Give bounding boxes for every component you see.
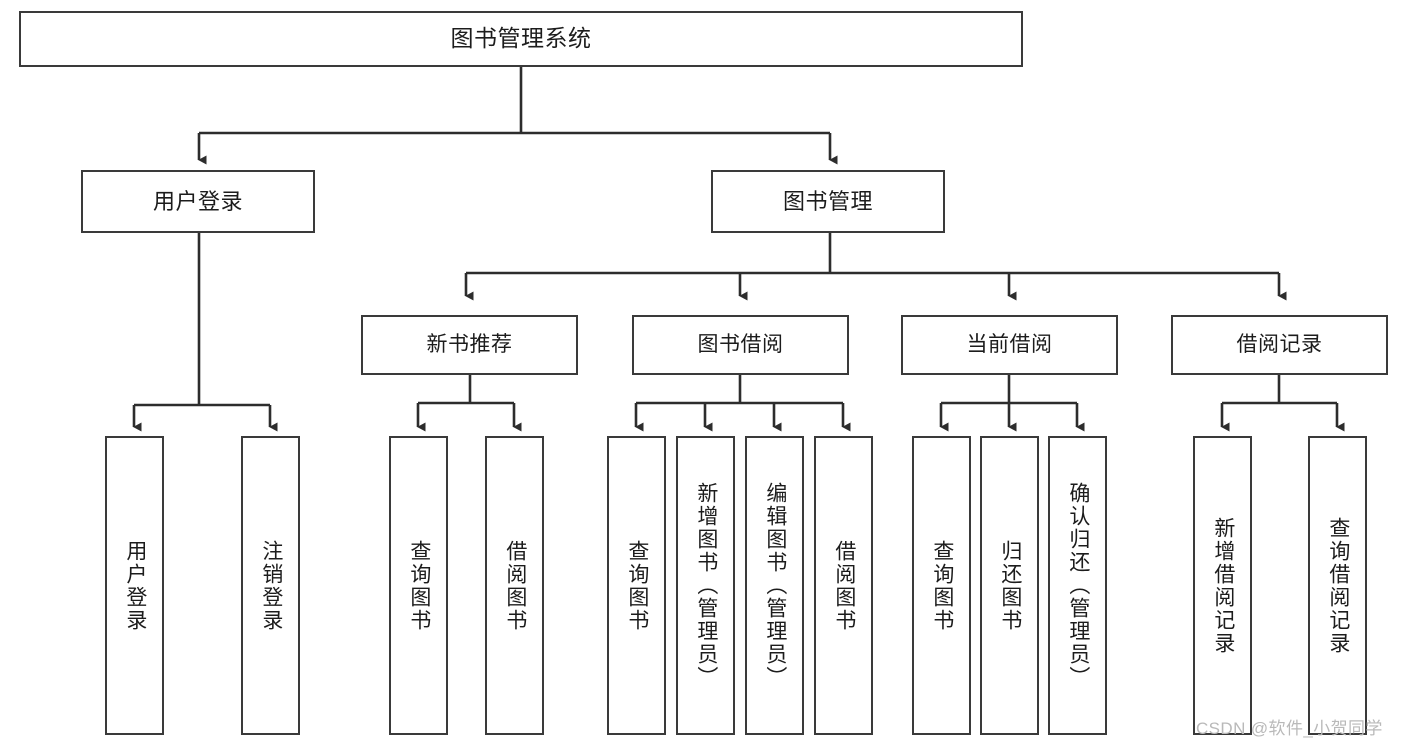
node-user-login-label: 用户登录: [152, 188, 243, 214]
node-leaf-confirm-return-label: 确认归还（管理员）: [1066, 482, 1090, 689]
node-leaf-query-book-2[interactable]: 查询图书: [607, 436, 666, 735]
node-leaf-return-book-label: 归还图书: [998, 539, 1022, 632]
node-book-manage-label: 图书管理: [782, 188, 873, 214]
node-current-borrow[interactable]: 当前借阅: [901, 315, 1118, 375]
node-leaf-return-book[interactable]: 归还图书: [980, 436, 1039, 735]
node-leaf-confirm-return[interactable]: 确认归还（管理员）: [1048, 436, 1107, 735]
node-leaf-query-record-label: 查询借阅记录: [1326, 516, 1350, 655]
node-leaf-edit-book-label: 编辑图书（管理员）: [763, 482, 787, 689]
node-leaf-query-book-1-label: 查询图书: [407, 539, 431, 632]
node-user-login[interactable]: 用户登录: [81, 170, 315, 233]
node-book-manage[interactable]: 图书管理: [711, 170, 945, 233]
node-leaf-borrow-book-2[interactable]: 借阅图书: [814, 436, 873, 735]
node-leaf-edit-book[interactable]: 编辑图书（管理员）: [745, 436, 804, 735]
node-leaf-query-book-3-label: 查询图书: [930, 539, 954, 632]
node-leaf-query-record[interactable]: 查询借阅记录: [1308, 436, 1367, 735]
node-leaf-borrow-book-1[interactable]: 借阅图书: [485, 436, 544, 735]
node-borrow-record[interactable]: 借阅记录: [1171, 315, 1388, 375]
node-new-book-recommend[interactable]: 新书推荐: [361, 315, 578, 375]
node-leaf-user-logout[interactable]: 注销登录: [241, 436, 300, 735]
node-leaf-borrow-book-1-label: 借阅图书: [503, 539, 527, 632]
node-leaf-add-book-label: 新增图书（管理员）: [694, 482, 718, 689]
node-leaf-add-book[interactable]: 新增图书（管理员）: [676, 436, 735, 735]
node-book-borrow[interactable]: 图书借阅: [632, 315, 849, 375]
node-leaf-user-login[interactable]: 用户登录: [105, 436, 164, 735]
node-leaf-query-book-3[interactable]: 查询图书: [912, 436, 971, 735]
node-leaf-add-record-label: 新增借阅记录: [1211, 516, 1235, 655]
node-leaf-query-book-1[interactable]: 查询图书: [389, 436, 448, 735]
node-book-borrow-label: 图书借阅: [697, 332, 784, 356]
node-root[interactable]: 图书管理系统: [19, 11, 1023, 67]
node-root-label: 图书管理系统: [450, 25, 592, 52]
node-borrow-record-label: 借阅记录: [1236, 332, 1323, 356]
node-leaf-add-record[interactable]: 新增借阅记录: [1193, 436, 1252, 735]
node-leaf-user-login-label: 用户登录: [123, 539, 147, 632]
node-current-borrow-label: 当前借阅: [966, 332, 1053, 356]
node-new-book-recommend-label: 新书推荐: [426, 332, 513, 356]
node-leaf-borrow-book-2-label: 借阅图书: [832, 539, 856, 632]
node-leaf-user-logout-label: 注销登录: [259, 539, 283, 632]
node-leaf-query-book-2-label: 查询图书: [625, 539, 649, 632]
